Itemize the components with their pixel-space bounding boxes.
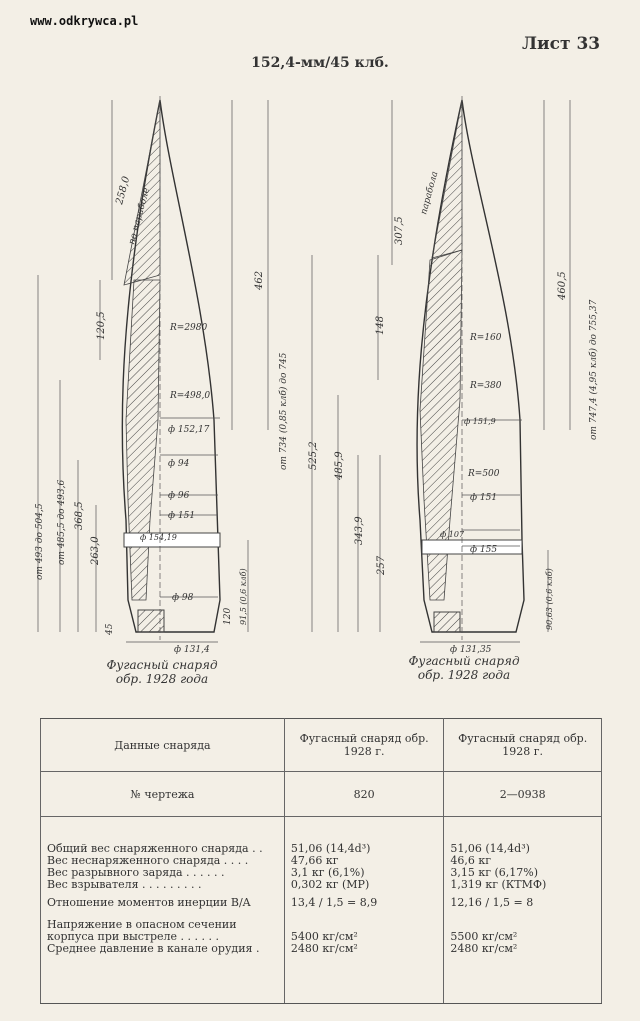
row-value: 47,66 кг [290,854,339,867]
left-shell-wall [125,279,161,601]
row-value: 5500 кг/см² [450,930,518,943]
left-phi-94: ф 94 [168,459,190,469]
right-driving-band [421,539,523,555]
left-dim-485: от 485,5 до 493,6 [57,480,67,565]
left-phi-151: ф 151 [168,511,195,521]
watermark: www.odkrywca.pl [30,14,139,28]
left-phi-96: ф 96 [168,491,190,501]
right-dim-parabola: парабола [418,170,440,216]
left-dim-493: от 493 до 504,5 [35,503,45,580]
drawing-col2: 820 [283,771,445,817]
left-caption: Фугасный снаряд обр. 1928 года [96,658,228,686]
row-label: Среднее давление в канале орудия . [47,942,260,955]
left-dim-r4980: R=498,0 [169,391,210,401]
left-dim-734: от 734 (0,85 клб) до 745 [278,352,289,470]
left-caption-line-2: обр. 1928 года [115,672,209,686]
left-phi-154: ф 154,19 [140,533,177,542]
sheet-label: Лист 33 [522,34,601,54]
row-value: 13,4 / 1,5 = 8,9 [290,896,378,909]
table-body-row: Общий вес снаряженного снаряда . . Вес н… [40,816,602,1004]
row-value: 51,06 (14,4d³) [290,842,371,855]
table-header-row: Данные снаряда Фугасный снаряд обр. 1928… [40,718,602,772]
right-shell-fuse [431,99,463,259]
right-shell-wall [419,249,463,601]
right-phi-1315: ф 131,35 [450,645,492,655]
right-dim-148: 148 [375,316,386,335]
right-dim-307: 307,5 [394,216,405,245]
right-phi-151: ф 151 [470,493,497,503]
row-label: Напряжение в опасном сечении корпуса при… [47,918,237,943]
row-value: 3,15 кг (6,17%) [450,866,539,879]
row-label: Вес взрывателя . . . . . . . . . [47,878,202,891]
header-shell-2: Фугасный снаряд обр. 1928 г. [443,718,602,772]
left-dim-45: 45 [105,623,115,636]
row-value: 0,302 кг (МР) [290,878,370,891]
right-phi-1519: ф 151,9 [464,417,496,426]
left-dim-120: 120,5 [96,311,107,340]
row-value: 2480 кг/см² [290,942,358,955]
row-value: 1,319 кг (КТМФ) [450,878,547,891]
left-phi-98: ф 98 [172,593,194,603]
left-dim-368: 368,5 [74,501,85,530]
values-column-2: 51,06 (14,4d³) 46,6 кг 3,15 кг (6,17%) 1… [443,816,602,1004]
right-dim-485: 485,9 [334,451,345,481]
shell-data-table: Данные снаряда Фугасный снаряд обр. 1928… [40,718,602,1004]
right-caption: Фугасный снаряд обр. 1928 года [398,654,530,682]
right-dim-747: от 747,4 (4,95 клб) до 755,37 [588,299,599,440]
left-driving-band [123,532,221,548]
page-title: 152,4-мм/45 клб. [251,55,389,71]
right-phi-155: ф 155 [470,545,497,555]
right-dim-9063: 90,63 (0,6 клб) [545,568,554,630]
left-phi-152: ф 152,17 [168,425,210,435]
values-column-1: 51,06 (14,4d³) 47,66 кг 3,1 кг (6,1%) 0,… [283,816,445,1004]
table-drawing-row: № чертежа 820 2—0938 [40,771,602,817]
labels-column: Общий вес снаряженного снаряда . . Вес н… [40,816,285,1004]
left-caption-line-1: Фугасный снаряд [106,658,218,672]
right-dim-525: 525,2 [308,441,319,470]
left-base-plug [137,609,165,633]
row-value: 5400 кг/см² [290,930,358,943]
left-dim-915: 91,5 (0,6 клб) [239,568,248,625]
left-dim-120b: 120 [223,608,233,625]
left-phi-131: ф 131,4 [174,645,210,655]
right-dim-r160: R=160 [469,333,502,343]
row-label: Вес разрывного заряда . . . . . . [47,866,225,879]
header-shell-1: Фугасный снаряд обр. 1928 г. [283,718,445,772]
row-label: Отношение моментов инерции B/A [47,896,251,909]
right-dim-460: 460,5 [557,271,568,301]
left-dim-462: 462 [254,271,265,291]
drawing-col3: 2—0938 [443,771,602,817]
right-caption-line-1: Фугасный снаряд [408,654,520,668]
drawing-label: № чертежа [40,771,285,817]
row-value: 3,1 кг (6,1%) [290,866,365,879]
right-dim-r380: R=380 [469,381,502,391]
right-base-plug [433,611,461,633]
row-value: 46,6 кг [450,854,492,867]
right-dim-343: 343,9 [354,516,365,545]
shell-drawings: 258,0 по параболе 120,5 R=2980 R=498,0 4… [35,96,599,655]
left-dim-r2980: R=2980 [169,323,207,333]
right-dim-257: 257 [376,555,387,576]
row-value: 12,16 / 1,5 = 8 [450,896,534,909]
left-shell: 258,0 по параболе 120,5 R=2980 R=498,0 4… [35,96,289,655]
row-label: Общий вес снаряженного снаряда . . [47,842,263,855]
row-value: 2480 кг/см² [450,942,518,955]
right-dim-r500: R=500 [467,469,500,479]
header-data: Данные снаряда [40,718,285,772]
row-label: Вес неснаряженного снаряда . . . . [47,854,249,867]
right-caption-line-2: обр. 1928 года [417,668,511,682]
left-dim-258: 258,0 [114,175,132,207]
right-shell: 307,5 парабола 148 R=160 R=380 R=500 460… [308,96,599,655]
right-phi-107: ф 107 [440,530,465,539]
left-dim-263: 263,0 [90,536,101,566]
row-value: 51,06 (14,4d³) [450,842,530,855]
